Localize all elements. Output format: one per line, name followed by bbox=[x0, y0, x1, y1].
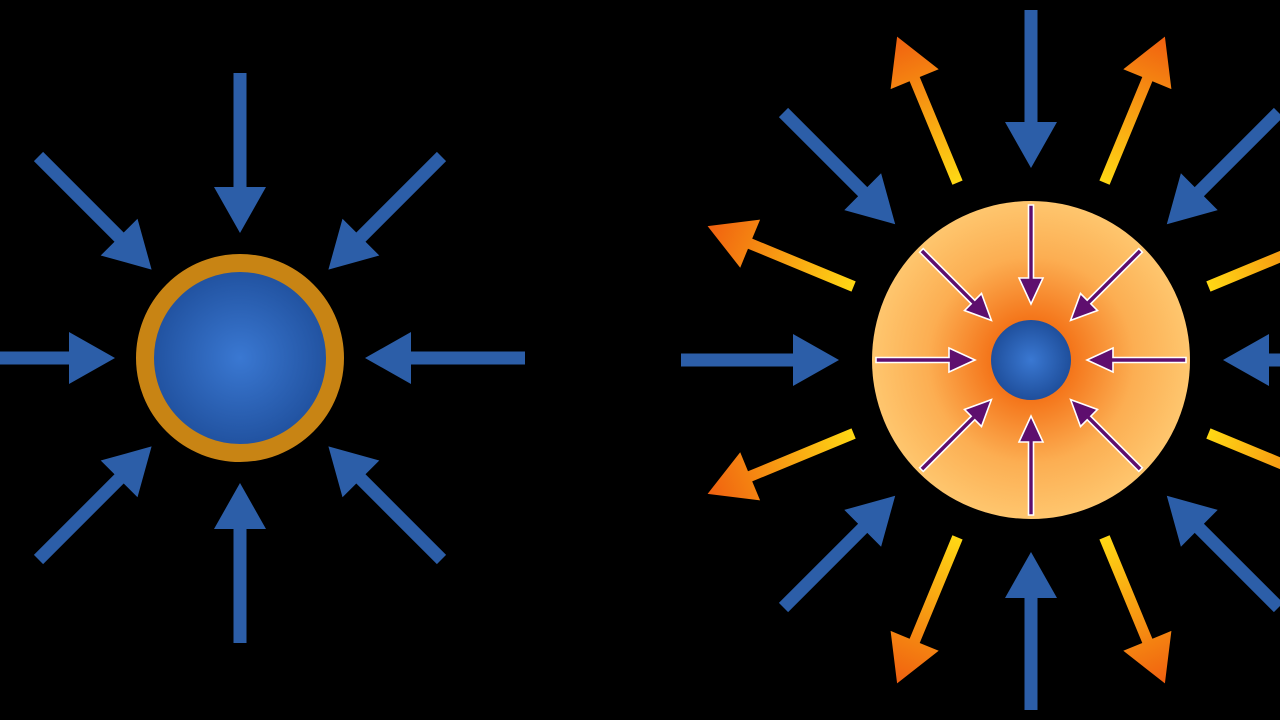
left-diagram bbox=[0, 73, 525, 643]
implosion-arrow bbox=[1085, 346, 1187, 374]
implosion-arrow bbox=[918, 247, 993, 322]
ejecta-arrow bbox=[707, 428, 856, 501]
compression-arrow bbox=[33, 446, 152, 565]
ablator-shell bbox=[136, 254, 344, 462]
ejecta-arrow bbox=[1099, 36, 1172, 185]
ejecta-arrow bbox=[707, 219, 856, 292]
implosion-arrow bbox=[1017, 204, 1045, 306]
implosion-arrow bbox=[918, 398, 993, 473]
compression-arrow bbox=[1005, 552, 1057, 710]
compression-arrow bbox=[1166, 495, 1280, 613]
right-inward-arrows bbox=[681, 10, 1280, 710]
compression-arrow bbox=[681, 334, 839, 386]
right-outward-ejecta-arrows bbox=[707, 36, 1280, 684]
compression-arrow bbox=[214, 73, 266, 233]
compression-arrow bbox=[1005, 10, 1057, 168]
compression-arrow bbox=[33, 151, 152, 270]
compression-arrow bbox=[1166, 107, 1280, 225]
ejecta-arrow bbox=[890, 36, 963, 185]
compression-arrow bbox=[328, 446, 447, 565]
implosion-arrow bbox=[875, 346, 977, 374]
left-inward-arrows bbox=[0, 73, 525, 643]
ejecta-arrow bbox=[890, 535, 963, 684]
compression-arrow bbox=[778, 107, 896, 225]
implosion-arrow bbox=[1069, 398, 1144, 473]
ejecta-arrow bbox=[1206, 250, 1280, 292]
implosion-arrow bbox=[1017, 414, 1045, 516]
compression-arrow bbox=[328, 151, 447, 270]
right-diagram bbox=[681, 10, 1280, 710]
inner-implosion-arrows bbox=[875, 204, 1187, 516]
ejecta-arrow bbox=[1099, 535, 1172, 684]
implosion-arrow bbox=[1069, 247, 1144, 322]
compression-arrow bbox=[1223, 334, 1280, 386]
ejecta-arrow bbox=[1206, 428, 1280, 470]
compressed-core bbox=[991, 320, 1071, 400]
compression-arrow bbox=[214, 483, 266, 643]
compression-arrow bbox=[778, 495, 896, 613]
compression-arrow bbox=[0, 332, 115, 384]
compression-arrow bbox=[365, 332, 525, 384]
